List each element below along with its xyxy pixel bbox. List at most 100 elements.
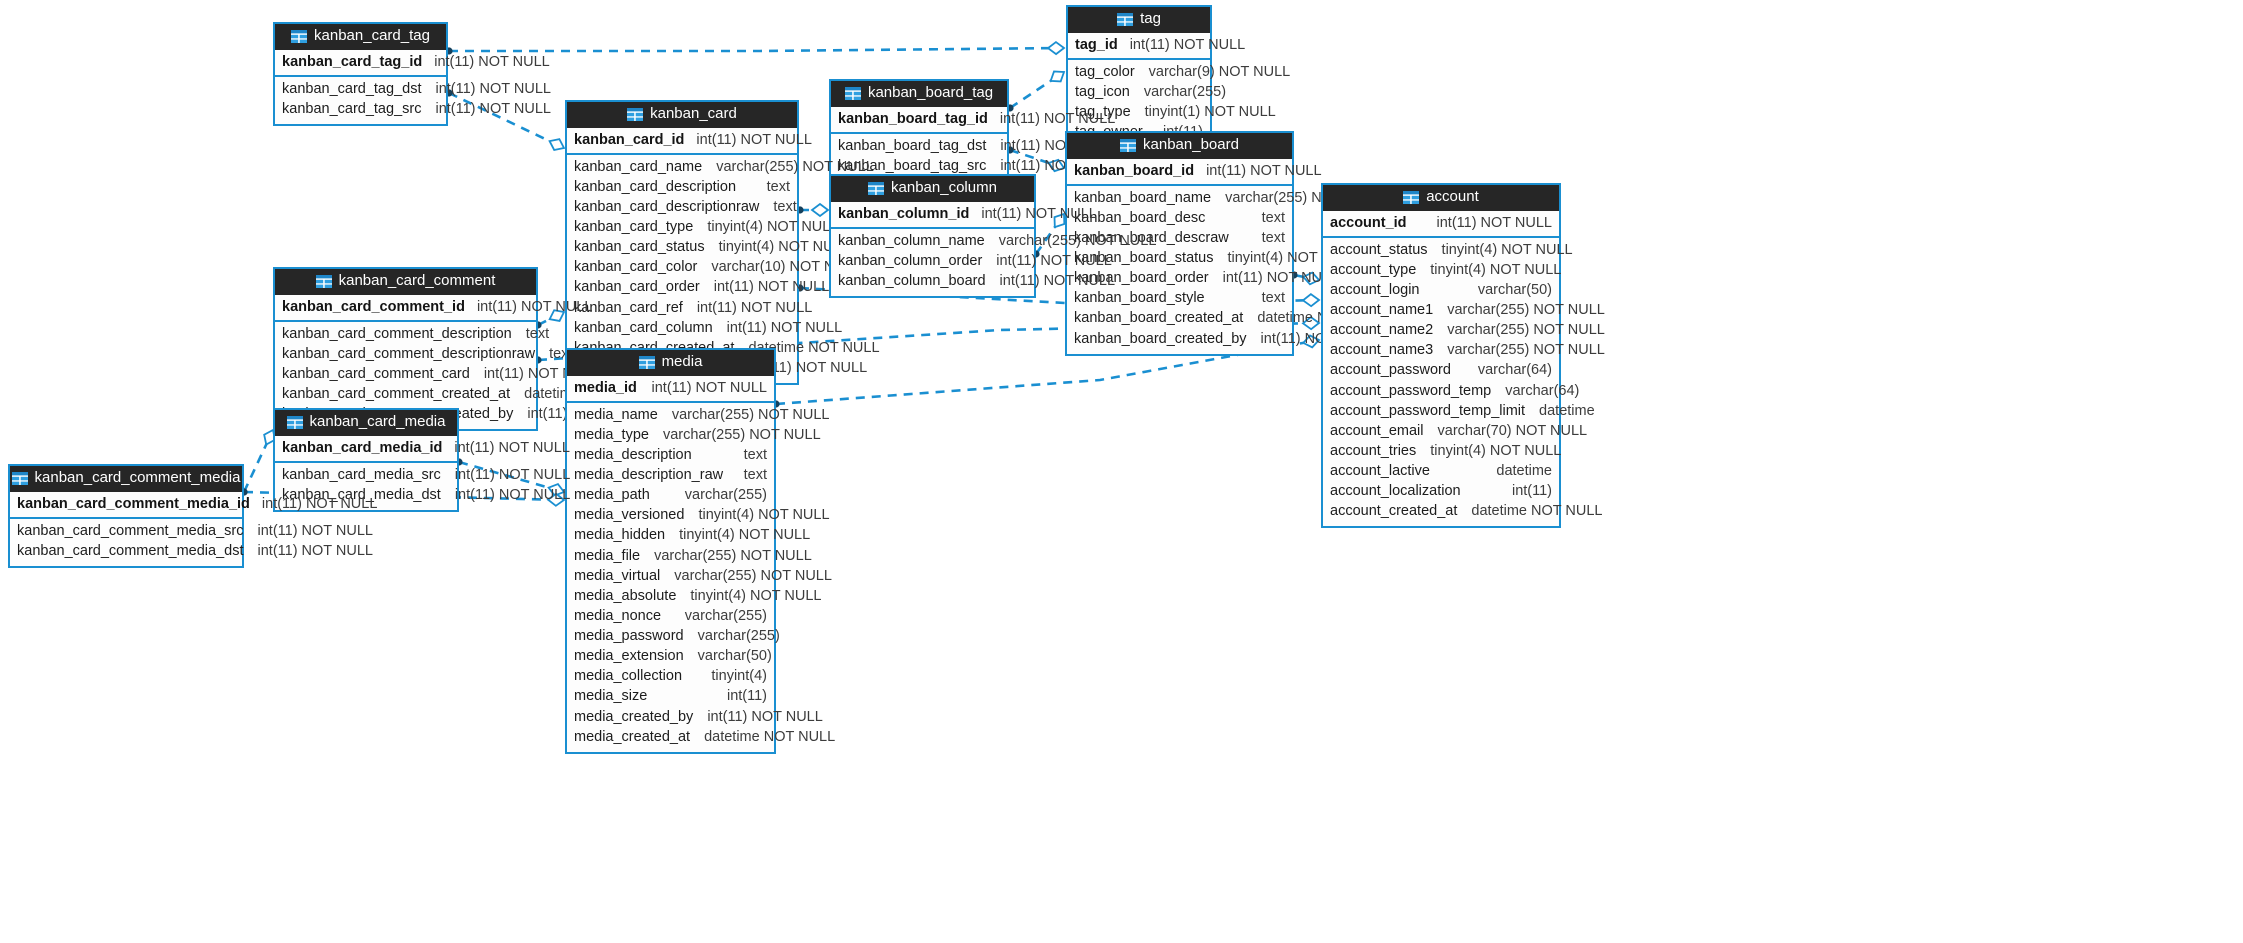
entity-header-kanban_board_tag[interactable]: kanban_board_tag bbox=[831, 81, 1007, 107]
entity-header-tag[interactable]: tag bbox=[1068, 7, 1210, 33]
entity-header-kanban_card_media[interactable]: kanban_card_media bbox=[275, 410, 457, 436]
entity-header-kanban_card[interactable]: kanban_card bbox=[567, 102, 797, 128]
entity-header-kanban_card_tag[interactable]: kanban_card_tag bbox=[275, 24, 446, 50]
table-icon bbox=[286, 415, 303, 429]
column-type: int(11) NOT NULL bbox=[707, 708, 823, 725]
entity-header-kanban_column[interactable]: kanban_column bbox=[831, 176, 1034, 202]
column-name: tag_type bbox=[1075, 103, 1131, 120]
entity-header-account[interactable]: account bbox=[1323, 185, 1559, 211]
column-name: kanban_card_comment_media_id bbox=[17, 495, 250, 512]
entity-header-kanban_card_comment[interactable]: kanban_card_comment bbox=[275, 269, 536, 295]
column-type: int(11) NOT NULL bbox=[999, 272, 1116, 289]
entity-header-media[interactable]: media bbox=[567, 350, 774, 376]
column-type: varchar(255) NOT NULL bbox=[654, 547, 812, 564]
entity-header-kanban_card_comment_media[interactable]: kanban_card_comment_media bbox=[10, 466, 242, 492]
entity-title: kanban_board_tag bbox=[867, 84, 994, 101]
entity-title: media bbox=[661, 353, 703, 370]
entity-header-kanban_board[interactable]: kanban_board bbox=[1067, 133, 1292, 159]
